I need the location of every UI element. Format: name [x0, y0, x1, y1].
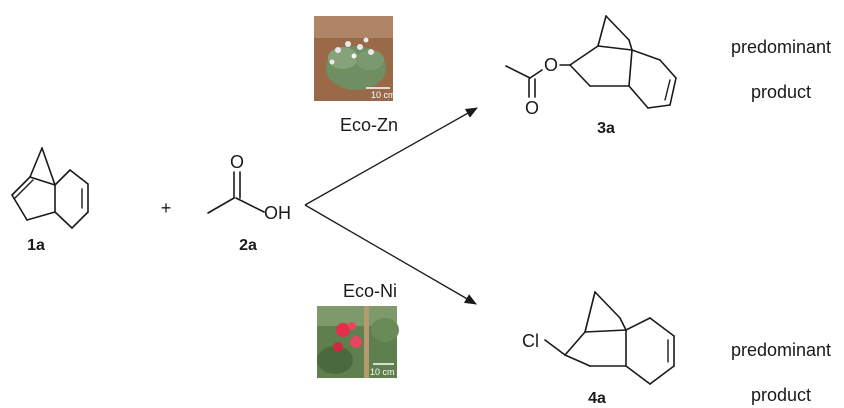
reaction-arrow-top: [304, 107, 478, 206]
eco-zn-label: Eco-Zn: [340, 115, 398, 135]
compound-2a-hydroxyl: OH: [264, 203, 291, 223]
compound-3a-note-line1: predominant: [731, 37, 831, 57]
eco-ni-scale-label: 10 cm: [370, 367, 395, 377]
eco-zn-scale-label: 10 cm: [371, 90, 396, 100]
compound-3a-note-line2: product: [751, 82, 811, 102]
compound-3a-label: 3a: [597, 120, 615, 137]
eco-ni-plant-photo: 10 cm: [317, 306, 399, 378]
reaction-arrow-bottom: [304, 204, 477, 305]
compound-4a-label: 4a: [588, 390, 606, 407]
compound-2a-carbonyl-o: O: [230, 152, 244, 172]
compound-1a-structure: [11, 147, 89, 229]
compound-2a-label: 2a: [239, 237, 257, 254]
compound-4a-note-line2: product: [751, 385, 811, 405]
compound-3a-carbonyl-o: O: [525, 98, 539, 118]
eco-zn-plant-photo: 10 cm: [314, 16, 396, 101]
compound-4a-halogen: Cl: [522, 331, 539, 351]
eco-ni-label: Eco-Ni: [343, 281, 397, 301]
compound-1a-label: 1a: [27, 237, 45, 254]
compound-4a-note-line1: predominant: [731, 340, 831, 360]
plus-sign: +: [161, 198, 172, 218]
compound-3a-ester-o: O: [544, 55, 558, 75]
compound-3a-structure: [505, 15, 677, 109]
compound-2a-structure: [207, 171, 265, 214]
compound-4a-structure: [544, 291, 675, 385]
